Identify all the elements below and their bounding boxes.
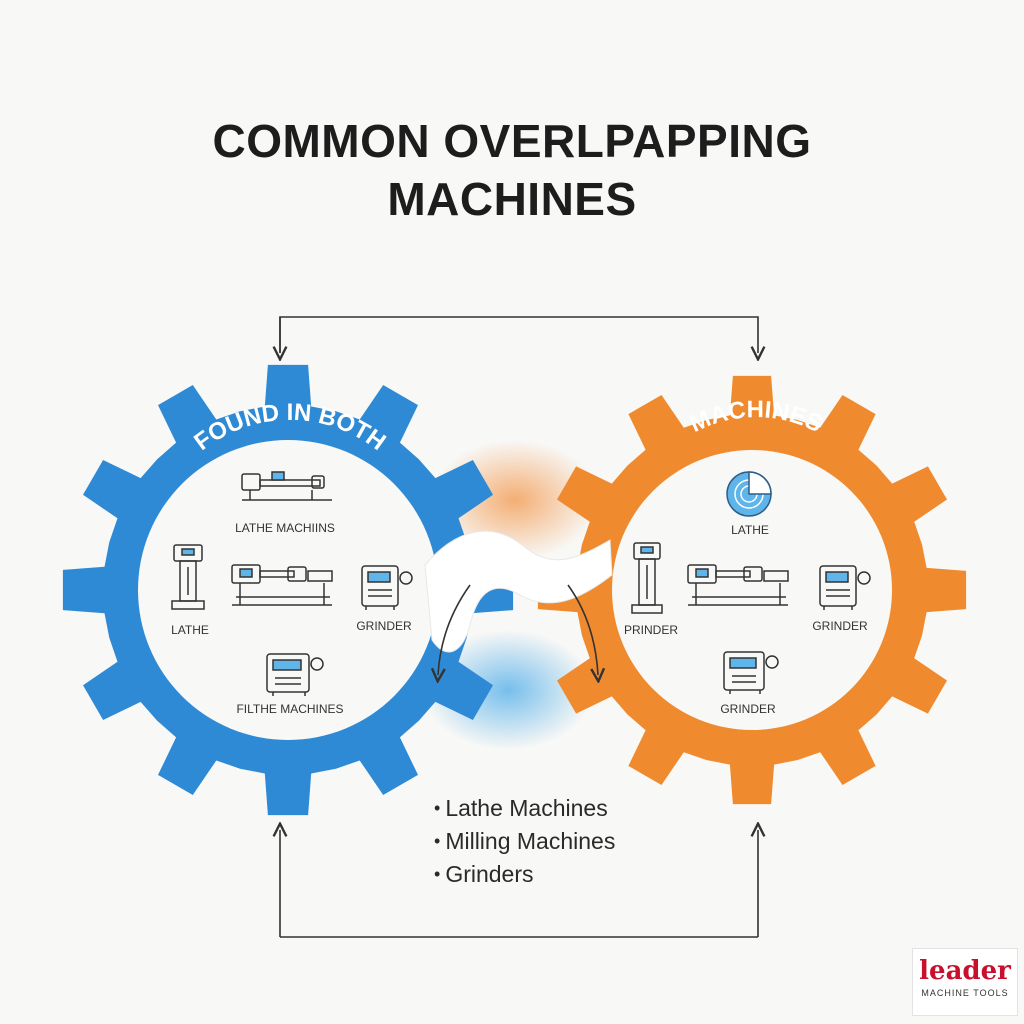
brand-logo: leader MACHINE TOOLS <box>912 948 1018 1016</box>
right-gear-body <box>537 375 967 805</box>
left-item-bottom-label: FILTHE MACHINES <box>236 702 343 716</box>
list-item: Milling Machines <box>434 825 615 858</box>
drill-press-icon <box>171 544 205 610</box>
left-item-top-label: LATHE MACHIINS <box>235 521 335 535</box>
overlap-curve-arrow-left <box>438 584 471 675</box>
left-gear-body <box>62 364 514 816</box>
grinding-wheel-icon <box>726 471 772 517</box>
logo-subtitle: MACHINE TOOLS <box>921 988 1009 998</box>
left-item-left-label: LATHE <box>171 623 209 637</box>
center-lathe-icon <box>687 564 789 606</box>
list-item: Lathe Machines <box>434 792 615 825</box>
overlap-band <box>424 530 613 653</box>
grinder-icon <box>819 565 871 610</box>
grinder-icon <box>723 651 779 694</box>
center-lathe-icon <box>231 564 333 606</box>
blue-glow <box>423 630 593 750</box>
grinder-icon <box>361 565 413 610</box>
overlap-list: Lathe Machines Milling Machines Grinders <box>434 792 615 891</box>
lathe-icon <box>241 471 332 501</box>
drill-press-icon <box>631 542 663 614</box>
overlap-curve-arrow-right <box>567 584 598 675</box>
grinder-icon <box>266 653 324 696</box>
bottom-connector <box>280 830 758 938</box>
right-item-right-label: GRINDER <box>812 619 868 633</box>
title-line-1: COMMON OVERLPAPPING <box>212 115 812 167</box>
page-title: COMMON OVERLPAPPING MACHINES <box>0 112 1024 228</box>
right-item-left-label: PRINDER <box>624 623 678 637</box>
right-item-bottom-label: GRINDER <box>720 702 776 716</box>
logo-wordmark: leader <box>919 956 1011 986</box>
right-item-top-label: LATHE <box>731 523 769 537</box>
right-gear: MACHINES <box>537 375 967 805</box>
list-item: Grinders <box>434 858 615 891</box>
title-line-2: MACHINES <box>387 173 637 225</box>
left-item-right-label: GRINDER <box>356 619 412 633</box>
top-connector <box>280 316 758 353</box>
